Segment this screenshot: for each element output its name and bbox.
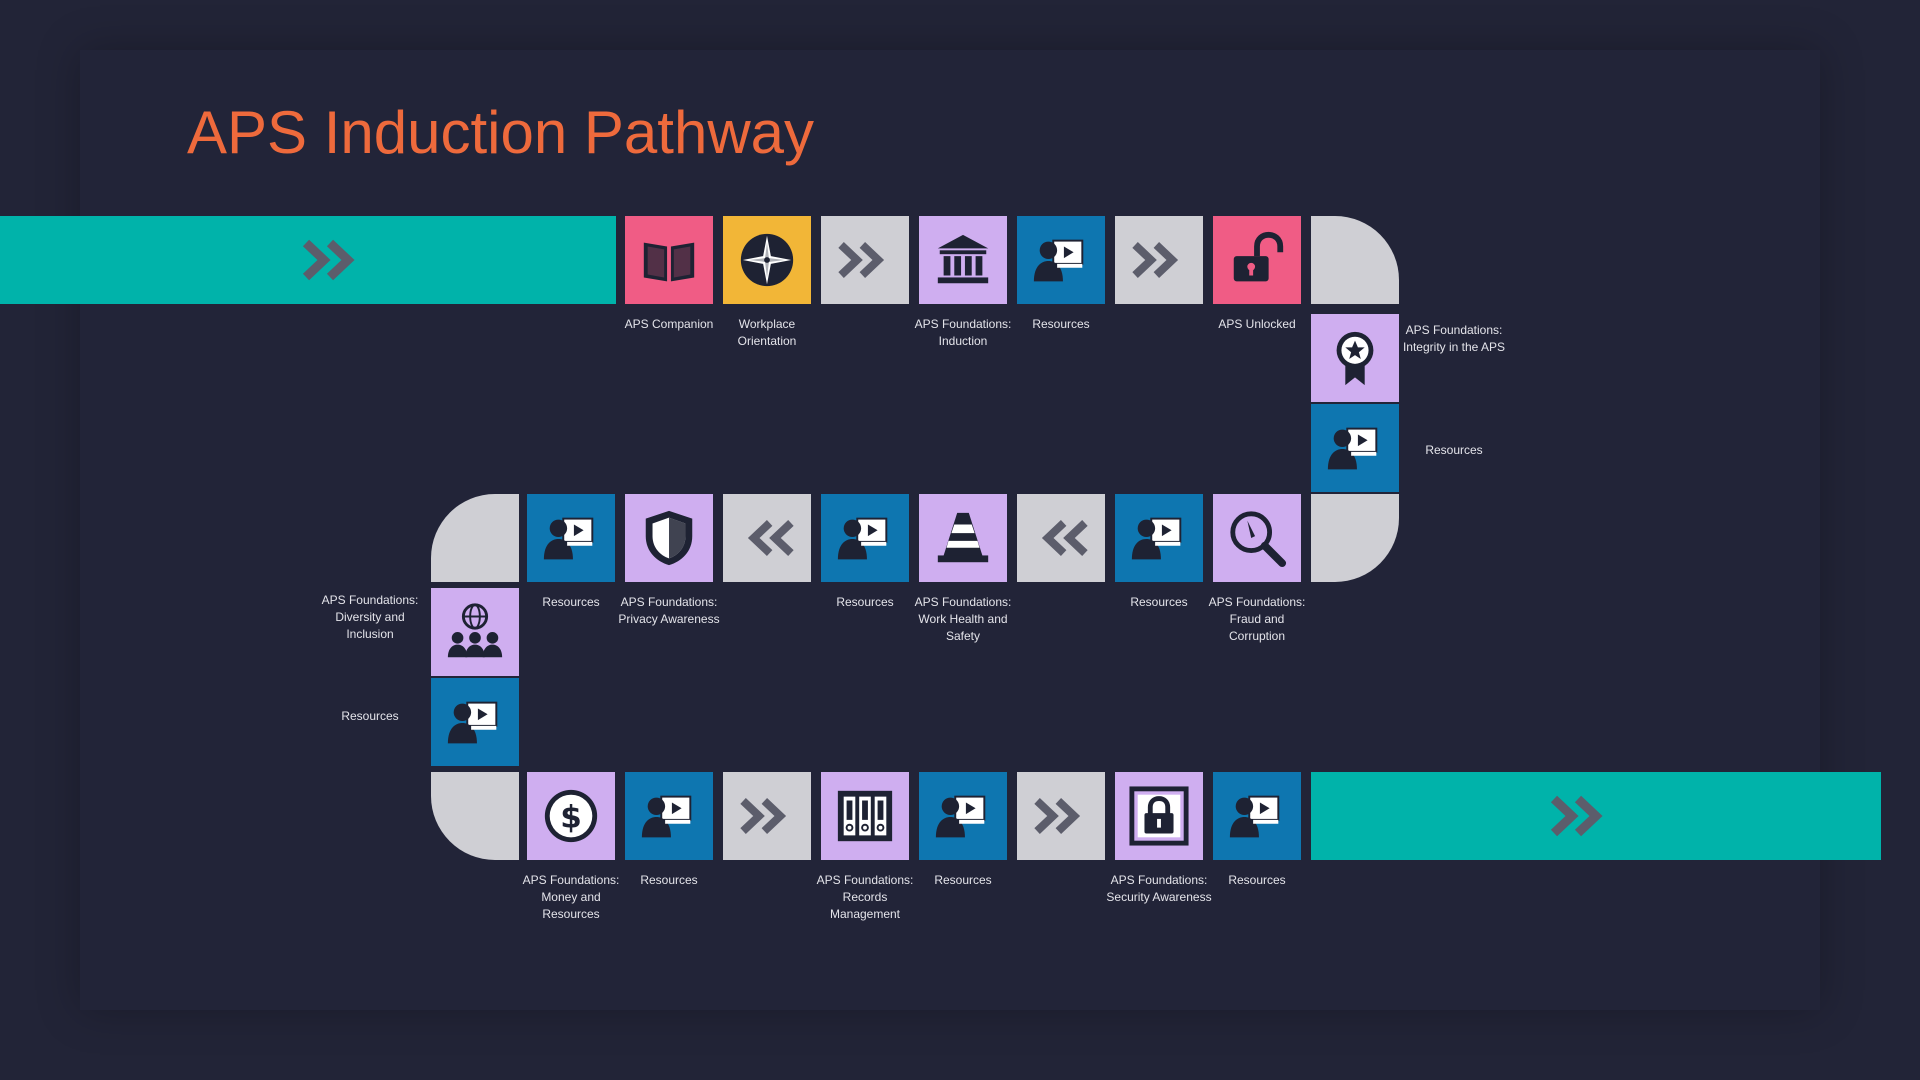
tile-label: APS Foundations: Induction (914, 317, 1012, 348)
tile-label: Resources (1425, 443, 1483, 457)
tile-label: Resources (934, 873, 992, 887)
tile-label: APS Unlocked (1218, 317, 1296, 331)
tile-step[interactable] (919, 772, 1007, 860)
double-chevron-left-icon (736, 507, 798, 569)
binders-icon (834, 785, 896, 847)
end-bar (1311, 772, 1881, 860)
tile-step[interactable] (527, 494, 615, 582)
presenter-screen-icon (638, 785, 700, 847)
tile-label: Resources (836, 595, 894, 609)
tile-step[interactable] (821, 494, 909, 582)
tile-step[interactable]: $ (527, 772, 615, 860)
tile-step[interactable] (919, 494, 1007, 582)
globe-people-icon (444, 601, 506, 663)
tile-label: APS Foundations: Security Awareness (1106, 873, 1212, 904)
tile-label: APS Foundations: Diversity and Inclusion (321, 593, 419, 641)
tile-step[interactable] (625, 216, 713, 304)
double-chevron-right-icon (1128, 229, 1190, 291)
double-chevron-right-icon (736, 785, 798, 847)
tile-label: Resources (1032, 317, 1090, 331)
tile-label: Resources (1228, 873, 1286, 887)
traffic-cone-icon (932, 507, 994, 569)
presenter-screen-icon (932, 785, 994, 847)
presenter-screen-icon (1324, 417, 1386, 479)
open-book-icon (638, 229, 700, 291)
double-chevron-right-icon (834, 229, 896, 291)
magnifier-icon (1226, 507, 1288, 569)
tile-step[interactable] (1213, 772, 1301, 860)
presenter-screen-icon (444, 691, 506, 753)
tile-step[interactable] (821, 772, 909, 860)
tile-step[interactable] (919, 216, 1007, 304)
tile-step[interactable] (1115, 772, 1203, 860)
tile-label: APS Foundations: Work Health and Safety (914, 595, 1012, 643)
tile-connector (1017, 772, 1105, 860)
presenter-screen-icon (1128, 507, 1190, 569)
tile-connector (1115, 216, 1203, 304)
tile-label: APS Foundations: Privacy Awareness (618, 595, 720, 626)
tile-step[interactable] (1213, 216, 1301, 304)
tile-step[interactable] (625, 772, 713, 860)
start-bar (0, 216, 616, 304)
unlocked-padlock-icon (1226, 229, 1288, 291)
presenter-screen-icon (1030, 229, 1092, 291)
tile-step[interactable] (431, 588, 519, 676)
tile-label: APS Foundations: Records Management (816, 873, 914, 921)
svg-text:$: $ (560, 800, 582, 836)
double-chevron-right-icon (1030, 785, 1092, 847)
tile-connector (1017, 494, 1105, 582)
tile-label: APS Foundations: Money and Resources (522, 873, 620, 921)
tile-label: Resources (341, 709, 399, 723)
tile-step[interactable] (1311, 314, 1399, 402)
tile-label: Resources (542, 595, 600, 609)
compass-icon (736, 229, 798, 291)
tile-connector (723, 772, 811, 860)
tile-step[interactable] (1311, 404, 1399, 492)
double-chevron-right-icon (298, 235, 368, 285)
award-ribbon-icon (1324, 327, 1386, 389)
tile-connector (821, 216, 909, 304)
double-chevron-left-icon (1030, 507, 1092, 569)
tile-label: Resources (640, 873, 698, 887)
tile-connector (723, 494, 811, 582)
double-chevron-right-icon (1546, 791, 1616, 841)
tile-step[interactable] (723, 216, 811, 304)
shield-icon (638, 507, 700, 569)
tile-label: APS Foundations: Integrity in the APS (1402, 323, 1506, 354)
tile-label: Workplace Orientation (737, 317, 797, 348)
tile-step[interactable] (1213, 494, 1301, 582)
tile-step[interactable] (1017, 216, 1105, 304)
presenter-screen-icon (1226, 785, 1288, 847)
tile-step[interactable] (625, 494, 713, 582)
government-building-icon (932, 229, 994, 291)
presenter-screen-icon (540, 507, 602, 569)
dollar-coin-icon: $ (540, 785, 602, 847)
tile-label: Resources (1130, 595, 1188, 609)
presenter-screen-icon (834, 507, 896, 569)
tile-step[interactable] (1115, 494, 1203, 582)
tile-label: APS Foundations: Fraud and Corruption (1208, 595, 1306, 643)
secure-lock-icon (1128, 785, 1190, 847)
page-title: APS Induction Pathway (187, 99, 815, 166)
tile-label: APS Companion (624, 317, 714, 331)
tile-step[interactable] (431, 678, 519, 766)
